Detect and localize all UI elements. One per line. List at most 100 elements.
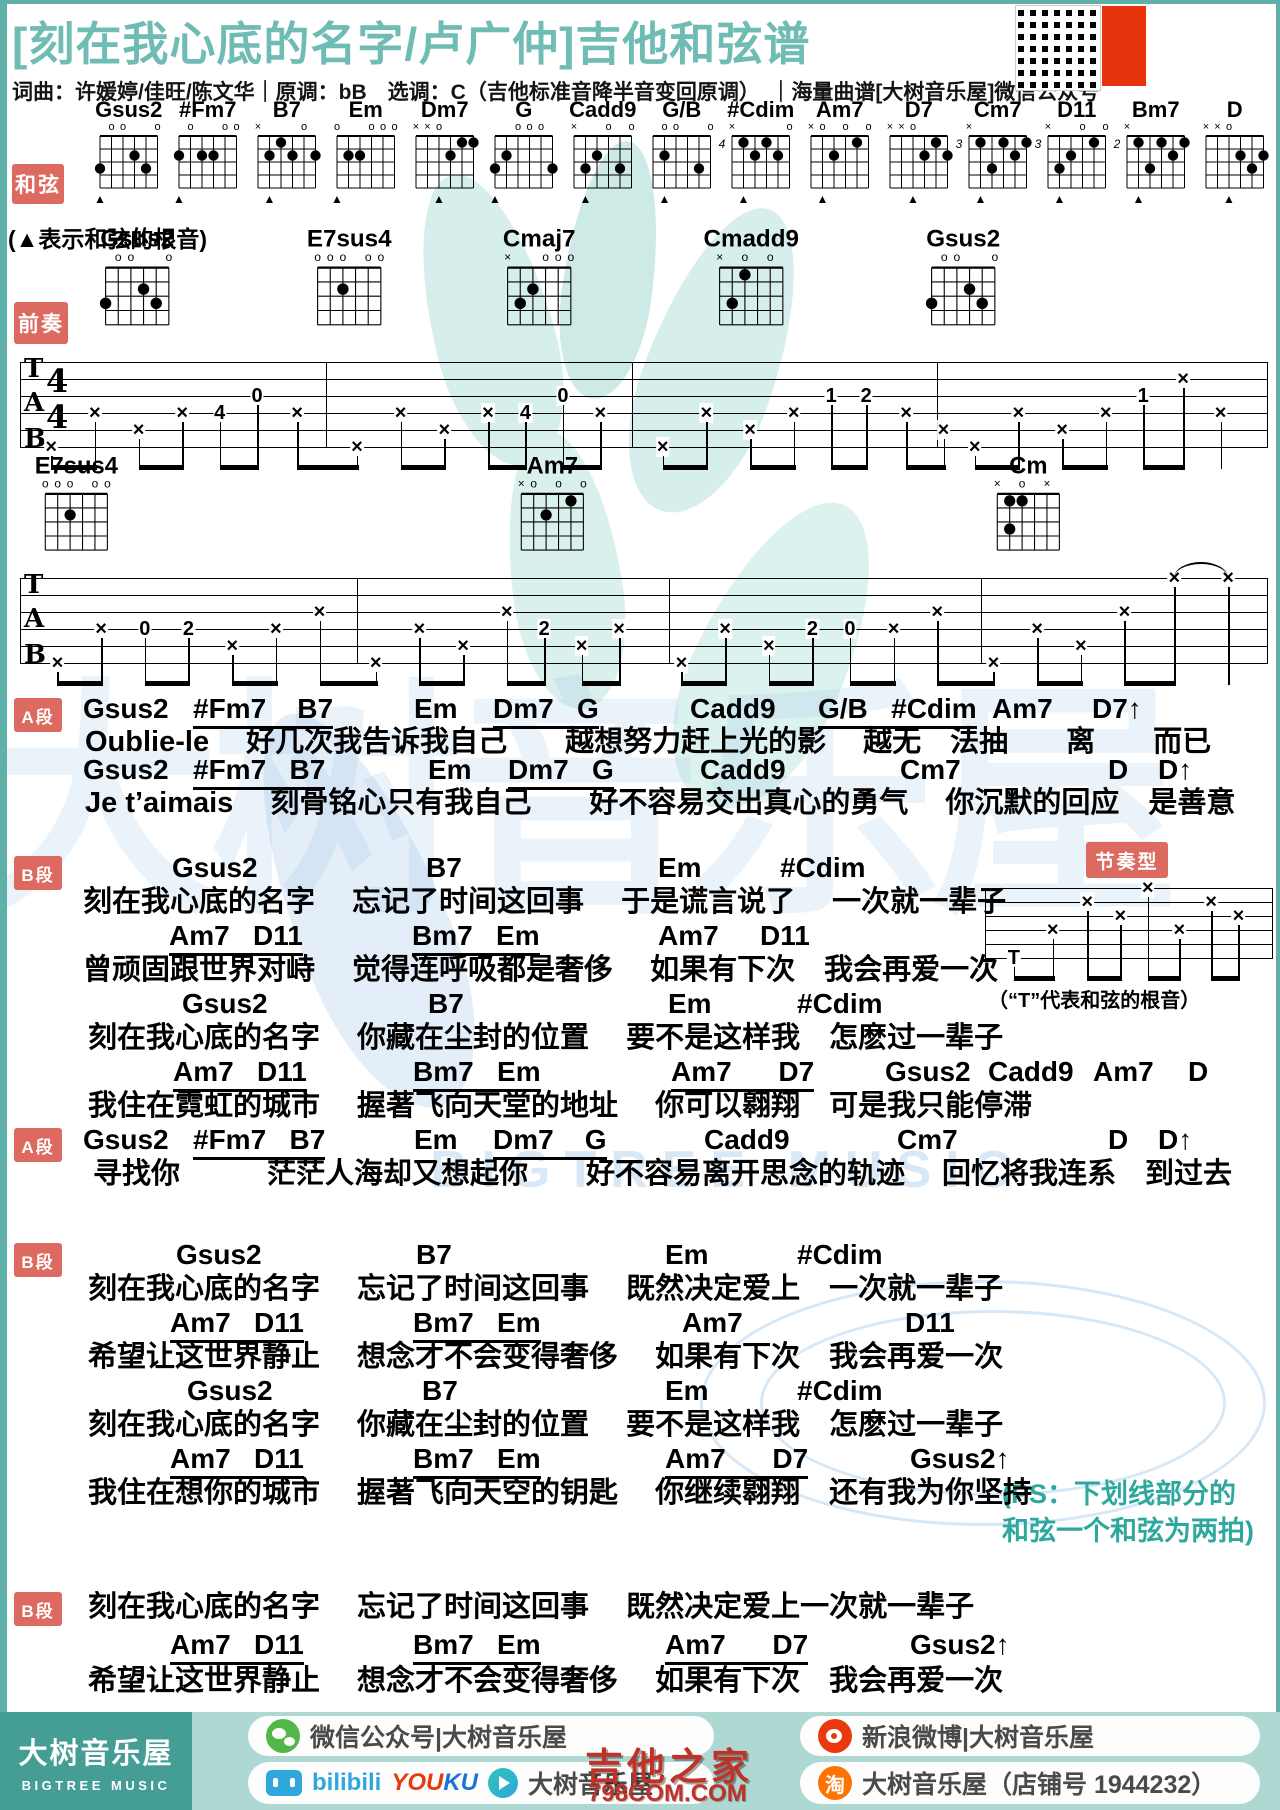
bilibili-youku-pill[interactable]: bilibili YOUKU 大树音乐屋 bbox=[248, 1762, 714, 1804]
chord-label: Am7 D7 bbox=[665, 1443, 809, 1479]
svg-text:×: × bbox=[1043, 476, 1050, 490]
svg-text:o: o bbox=[767, 250, 774, 264]
root-note-legend: (▲表示和弦的根音) bbox=[8, 226, 208, 252]
svg-text:×: × bbox=[1214, 121, 1220, 133]
tab-note: 2 bbox=[859, 385, 873, 407]
chord-label: #Fm7 B7 bbox=[193, 1124, 326, 1160]
badge-intro: 前奏 bbox=[14, 302, 68, 344]
svg-text:Bm7: Bm7 bbox=[1132, 97, 1180, 122]
youku-wordmark: YOU bbox=[391, 1769, 444, 1796]
svg-text:o: o bbox=[628, 121, 634, 133]
tab-note: × bbox=[718, 618, 732, 640]
lyric-line: 刻在我心底的名字 你藏在尘封的位置 要不是这样我 怎麽过一辈子 bbox=[88, 1022, 1004, 1054]
tab-note: × bbox=[268, 618, 283, 640]
weibo-pill[interactable]: 新浪微博|大树音乐屋 bbox=[800, 1716, 1260, 1756]
wechat-pill[interactable]: 微信公众号|大树音乐屋 bbox=[248, 1716, 714, 1756]
svg-text:o: o bbox=[1102, 121, 1108, 133]
tab-note: × bbox=[50, 652, 65, 674]
svg-text:Em: Em bbox=[349, 97, 383, 122]
logo-chinese: 大树音乐屋 bbox=[18, 1737, 174, 1770]
chord-label: Am7 D11 bbox=[170, 1629, 304, 1665]
tab-note: × bbox=[1113, 905, 1128, 927]
svg-text:o: o bbox=[120, 121, 126, 133]
tab-note: × bbox=[175, 402, 190, 424]
rhythm-staff: T××××××× bbox=[985, 878, 1273, 998]
svg-text:Cmaj7: Cmaj7 bbox=[503, 226, 576, 253]
tab-note: 4 bbox=[213, 402, 227, 424]
tab-note: × bbox=[312, 601, 327, 623]
badge-chords: 和弦 bbox=[12, 164, 64, 204]
svg-text:o: o bbox=[1019, 476, 1026, 490]
tab-note: × bbox=[886, 618, 901, 640]
tab-note: × bbox=[899, 402, 913, 424]
tab-note: × bbox=[593, 402, 608, 424]
svg-text:o: o bbox=[92, 476, 99, 490]
tab-note: × bbox=[1055, 419, 1069, 441]
svg-text:o: o bbox=[526, 121, 532, 133]
wechat-label: 微信公众号|大树音乐屋 bbox=[310, 1724, 567, 1752]
svg-text:o: o bbox=[108, 121, 114, 133]
lyric-line: 我住在霓虹的城市 握著飞向天堂的地址 你可以翱翔 可是我只能停滞 bbox=[88, 1090, 1033, 1122]
tab-note: × bbox=[761, 635, 776, 657]
tab-note: × bbox=[655, 436, 670, 458]
svg-text:o: o bbox=[334, 121, 340, 133]
svg-text:o: o bbox=[555, 250, 562, 264]
svg-text:o: o bbox=[530, 476, 537, 490]
chord-label: Em bbox=[668, 988, 712, 1019]
svg-text:B7: B7 bbox=[273, 97, 301, 122]
ps-note: (PS：下划线部分的和弦一个和弦为两拍) bbox=[1002, 1479, 1254, 1546]
svg-text:o: o bbox=[391, 121, 397, 133]
tab-note: × bbox=[967, 436, 982, 458]
svg-text:o: o bbox=[910, 121, 916, 133]
svg-text:o: o bbox=[555, 476, 562, 490]
taobao-pill[interactable]: 淘 大树音乐屋（店铺号 1944232） bbox=[800, 1762, 1260, 1804]
svg-text:o: o bbox=[567, 250, 574, 264]
watermark-big-characters: 大树音乐屋 bbox=[0, 664, 1180, 943]
tab-note: × bbox=[456, 635, 470, 657]
lyric-line: 希望让这世界静止 想念才不会变得奢侈 如果有下次 我会再爱一次 bbox=[88, 1341, 1004, 1373]
badge-section-B段: B段 bbox=[14, 856, 62, 890]
tab-note: 2 bbox=[537, 618, 551, 640]
svg-text:E7sus4: E7sus4 bbox=[307, 226, 392, 253]
svg-text:▲: ▲ bbox=[433, 192, 445, 206]
chord-label: Am7 D11 bbox=[170, 1443, 304, 1479]
chord-label: Gsus2↑ bbox=[910, 1629, 1010, 1660]
svg-text:o: o bbox=[661, 121, 667, 133]
svg-text:o: o bbox=[707, 121, 713, 133]
svg-text:Cm7: Cm7 bbox=[974, 97, 1022, 122]
chord-label: Dm7 G bbox=[493, 1124, 607, 1160]
chord-label: Am7 bbox=[658, 920, 719, 951]
badge-section-B段: B段 bbox=[14, 1243, 62, 1277]
chord-label: Gsus2 bbox=[83, 754, 169, 785]
chord-label: #Cdim bbox=[797, 988, 883, 1019]
tab-note: × bbox=[412, 618, 427, 640]
chord-label: Gsus2 bbox=[172, 852, 258, 883]
chord-diagram-B7: B7×o▲ bbox=[255, 97, 321, 206]
page-title: [刻在我心底的名字/卢广仲]吉他和弦谱 bbox=[12, 18, 811, 70]
tab-note: 0 bbox=[138, 618, 152, 640]
svg-text:Cadd9: Cadd9 bbox=[569, 97, 636, 122]
guitar-home-url-watermark: 798COM.COM bbox=[588, 1780, 747, 1807]
svg-text:×: × bbox=[994, 476, 1001, 490]
svg-text:D: D bbox=[1227, 97, 1243, 122]
svg-text:▲: ▲ bbox=[1223, 192, 1235, 206]
chord-label: Em bbox=[658, 852, 702, 883]
svg-text:×: × bbox=[1124, 121, 1130, 133]
chord-label: Bm7 Em bbox=[413, 1443, 541, 1479]
tab-note: × bbox=[612, 618, 626, 640]
badge-section-A段: A段 bbox=[14, 1128, 62, 1162]
svg-text:▲: ▲ bbox=[907, 192, 919, 206]
chord-label: D11 bbox=[905, 1307, 955, 1338]
svg-text:▲: ▲ bbox=[1133, 192, 1145, 206]
chord-label: Gsus2 bbox=[83, 693, 169, 724]
chord-label: Em bbox=[414, 1124, 458, 1155]
tab-note: × bbox=[499, 601, 514, 623]
qr-code bbox=[1015, 5, 1101, 91]
lyric-line: 希望让这世界静止 想念才不会变得奢侈 如果有下次 我会再爱一次 bbox=[88, 1665, 1004, 1697]
tab-note: × bbox=[1176, 368, 1190, 390]
